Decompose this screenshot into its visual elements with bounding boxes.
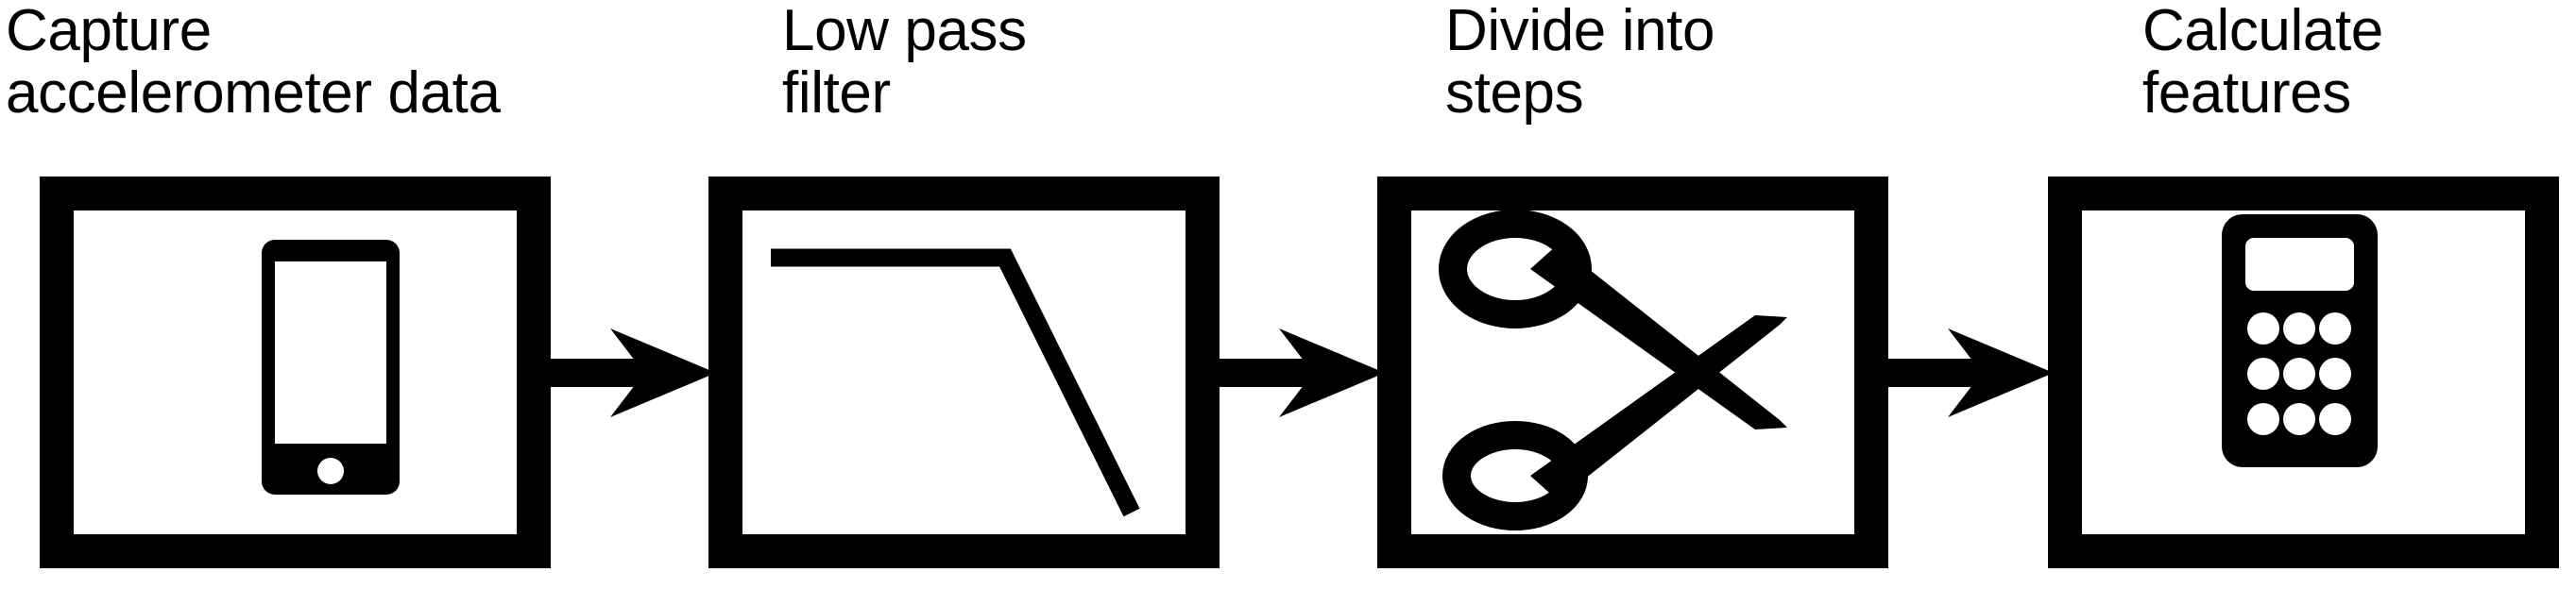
stage-1-label: Capture accelerometer data: [6, 0, 501, 126]
smartphone-icon: [262, 240, 400, 495]
scissors-icon: [1439, 210, 1787, 530]
low-pass-filter-curve-icon: [771, 248, 1140, 517]
pipeline-stage-1[interactable]: Capture accelerometer data: [6, 0, 551, 589]
pipeline-stage-2[interactable]: Low pass filter: [708, 0, 1220, 589]
calculator-icon: [2222, 214, 2378, 467]
stage-2-label: Low pass filter: [782, 0, 1027, 126]
pipeline-stage-4[interactable]: Calculate features: [2048, 0, 2559, 589]
stage-3-label: Divide into steps: [1445, 0, 1715, 126]
pipeline-stage-3[interactable]: Divide into steps: [1377, 0, 1888, 589]
stage-4-label: Calculate features: [2142, 0, 2383, 126]
arrow-right-icon-3: [1884, 328, 2054, 417]
arrow-right-icon-1: [546, 328, 716, 417]
arrow-right-icon-2: [1215, 328, 1385, 417]
